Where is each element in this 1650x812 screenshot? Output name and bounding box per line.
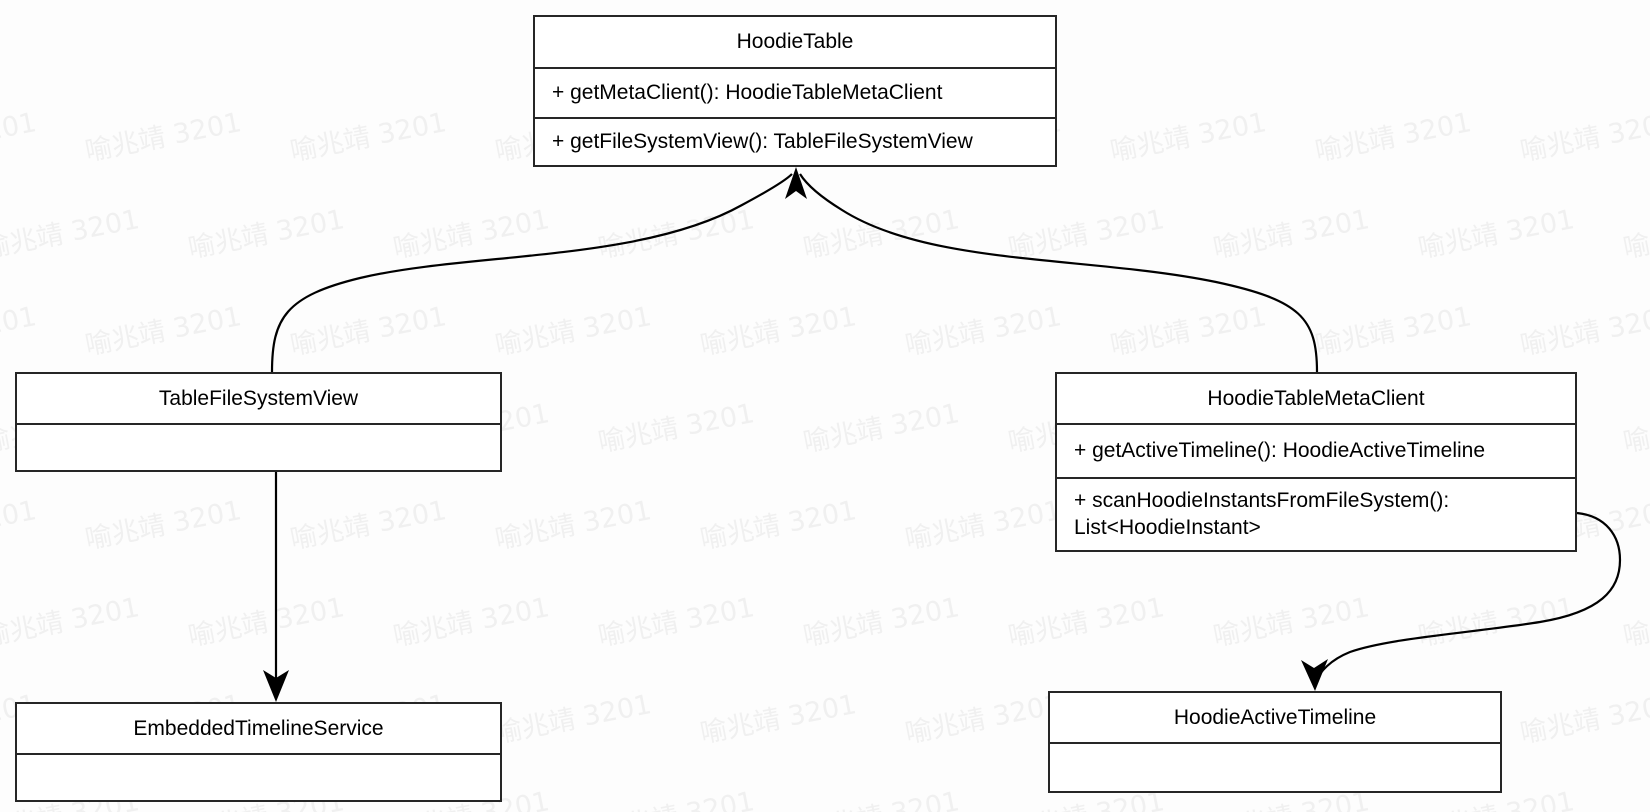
edge-tablefilesystemview-to-hoodietable — [270, 173, 793, 373]
watermark-text: 喻兆靖 3201 — [492, 689, 654, 750]
watermark-text: 喻兆靖 3201 — [185, 204, 347, 265]
watermark-text: 喻兆靖 3201 — [82, 301, 244, 362]
class-member: + getFileSystemView(): TableFileSystemVi… — [552, 129, 973, 153]
watermark-text: 喻兆靖 3201 — [1107, 107, 1269, 168]
empty-members-area — [17, 425, 500, 470]
watermark-text: 喻兆靖 3201 — [1210, 592, 1372, 653]
watermark-text: 喻兆靖 3201 — [697, 495, 859, 556]
edge-metaclient-to-hoodietable — [799, 173, 1319, 373]
watermark-text: 喻兆靖 3201 — [1210, 204, 1372, 265]
class-compartment-empty — [1050, 744, 1500, 791]
watermark-text: 喻兆靖 3201 — [0, 592, 142, 653]
watermark-text: 喻兆靖 3201 — [1620, 398, 1650, 459]
watermark-text: 喻兆靖 3201 — [287, 107, 449, 168]
watermark-text: 喻兆靖 3201 — [1107, 301, 1269, 362]
class-name-hoodie-table-meta-client: HoodieTableMetaClient — [1057, 374, 1575, 425]
watermark-text: 喻兆靖 3201 — [902, 689, 1064, 750]
class-compartment-methods-1: + getMetaClient(): HoodieTableMetaClient — [535, 69, 1055, 117]
watermark-text: 喻兆靖 3201 — [1005, 592, 1167, 653]
watermark-text: 喻兆靖 3201 — [1005, 204, 1167, 265]
watermark-text: 喻兆靖 3201 — [800, 592, 962, 653]
watermark-text: 喻兆靖 3201 — [902, 495, 1064, 556]
class-name-embedded-timeline-service: EmbeddedTimelineService — [17, 704, 500, 755]
class-compartment-methods-2: + scanHoodieInstantsFromFileSystem(): Li… — [1057, 477, 1575, 550]
watermark-text: 喻兆靖 3201 — [492, 495, 654, 556]
class-compartment-empty — [17, 425, 500, 470]
edge-tablefilesystemview-to-embeddedtimelineservice — [263, 472, 289, 702]
watermark-text: 喻兆靖 3201 — [697, 301, 859, 362]
class-member: + getActiveTimeline(): HoodieActiveTimel… — [1074, 438, 1486, 462]
class-box-hoodie-table-meta-client[interactable]: HoodieTableMetaClient + getActiveTimelin… — [1055, 372, 1577, 552]
class-compartment-methods-2: + getFileSystemView(): TableFileSystemVi… — [535, 117, 1055, 165]
watermark-text: 喻兆靖 3201 — [492, 301, 654, 362]
watermark-text: 喻兆靖 3201 — [595, 398, 757, 459]
arrowhead-into-hoodieactivetimeline — [1301, 659, 1328, 691]
watermark-text: 喻兆靖 3201 — [287, 495, 449, 556]
watermark-text: 喻兆靖 3201 — [1312, 107, 1474, 168]
watermark-text: 喻兆靖 3201 — [1620, 592, 1650, 653]
watermark-text: 喻兆靖 3201 — [800, 204, 962, 265]
watermark-text: 喻兆靖 3201 — [185, 592, 347, 653]
watermark-text: 喻兆靖 3201 — [0, 301, 39, 362]
watermark-text: 喻兆靖 3201 — [697, 689, 859, 750]
class-box-hoodie-active-timeline[interactable]: HoodieActiveTimeline — [1048, 691, 1502, 793]
watermark-text: 喻兆靖 3201 — [902, 301, 1064, 362]
watermark-text: 喻兆靖 3201 — [1312, 301, 1474, 362]
class-box-hoodie-table[interactable]: HoodieTable + getMetaClient(): HoodieTab… — [533, 15, 1057, 167]
class-compartment-methods-1: + getActiveTimeline(): HoodieActiveTimel… — [1057, 425, 1575, 477]
class-box-embedded-timeline-service[interactable]: EmbeddedTimelineService — [15, 702, 502, 802]
class-member: + getMetaClient(): HoodieTableMetaClient — [552, 80, 943, 104]
watermark-text: 喻兆靖 3201 — [1517, 107, 1650, 168]
watermark-text: 喻兆靖 3201 — [1619, 779, 1650, 812]
watermark-text: 喻兆靖 3201 — [800, 398, 962, 459]
watermark-text: 喻兆靖 3201 — [390, 204, 552, 265]
watermark-text: 喻兆靖 3201 — [390, 592, 552, 653]
watermark-text: 喻兆靖 3201 — [595, 204, 757, 265]
watermark-text: 喻兆靖 3201 — [799, 779, 962, 812]
class-compartment-empty — [17, 755, 500, 800]
watermark-text: 喻兆靖 3201 — [1517, 301, 1650, 362]
empty-members-area — [17, 755, 500, 800]
watermark-text: 喻兆靖 3201 — [82, 495, 244, 556]
class-name-table-file-system-view: TableFileSystemView — [17, 374, 500, 425]
watermark-text: 喻兆靖 3201 — [0, 107, 39, 168]
watermark-text: 喻兆靖 3201 — [1415, 204, 1577, 265]
arrowhead-into-hoodietable — [785, 167, 807, 199]
watermark-text: 喻兆靖 3201 — [1517, 689, 1650, 750]
watermark-text: 喻兆靖 3201 — [1620, 204, 1650, 265]
watermark-text: 喻兆靖 3201 — [0, 495, 39, 556]
watermark-text: 喻兆靖 3201 — [1415, 592, 1577, 653]
watermark-text: 喻兆靖 3201 — [82, 107, 244, 168]
arrowhead-into-embeddedtimelineservice — [263, 670, 289, 702]
watermark-text: 喻兆靖 3201 — [0, 204, 142, 265]
watermark-text: 喻兆靖 3201 — [595, 592, 757, 653]
class-member: + scanHoodieInstantsFromFileSystem(): Li… — [1074, 488, 1450, 539]
class-box-table-file-system-view[interactable]: TableFileSystemView — [15, 372, 502, 472]
watermark-text: 喻兆靖 3201 — [287, 301, 449, 362]
class-name-hoodie-table: HoodieTable — [535, 17, 1055, 69]
empty-members-area — [1050, 744, 1500, 791]
watermark-text: 喻兆靖 3201 — [594, 779, 757, 812]
class-name-hoodie-active-timeline: HoodieActiveTimeline — [1050, 693, 1500, 744]
